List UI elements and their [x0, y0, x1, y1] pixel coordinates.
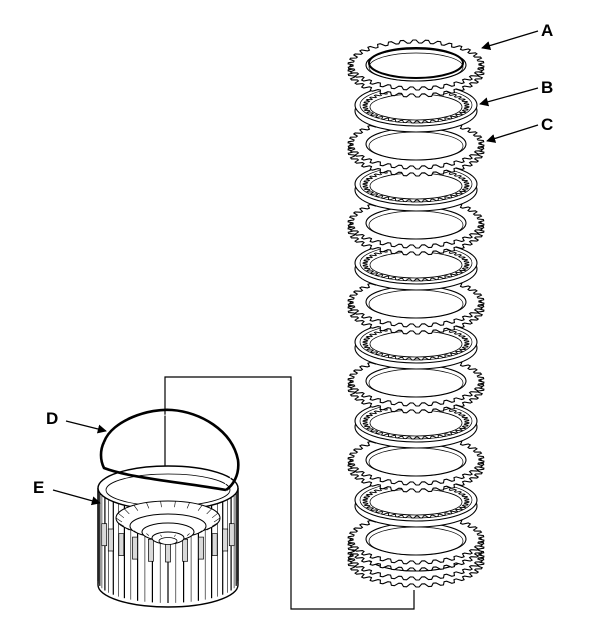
callout-a: A: [481, 21, 553, 50]
friction-disc: [354, 399, 478, 449]
friction-disc: [354, 83, 478, 133]
callout-d: D: [46, 409, 107, 434]
steel-plate: [347, 276, 485, 335]
callout-c: C: [486, 115, 553, 143]
friction-disc: [354, 320, 478, 370]
callout-d-label: D: [46, 409, 58, 428]
snap-ring: [99, 408, 240, 492]
friction-disc: [354, 241, 478, 291]
assembly-bracket-line: [164, 376, 415, 610]
steel-plate: [347, 355, 485, 414]
steel-plate: [347, 118, 485, 177]
steel-plate: [347, 434, 485, 493]
steel-plate: [347, 197, 485, 256]
steel-plate: [347, 513, 485, 572]
clutch-plate-stack: [347, 39, 485, 588]
callout-e: E: [33, 478, 101, 506]
callout-e-label: E: [33, 478, 44, 497]
callout-a-label: A: [541, 21, 553, 40]
callout-b: B: [479, 78, 553, 107]
clutch-drum: [97, 465, 239, 608]
callout-c-label: C: [541, 115, 553, 134]
friction-disc: [354, 162, 478, 212]
callout-b-label: B: [541, 78, 553, 97]
